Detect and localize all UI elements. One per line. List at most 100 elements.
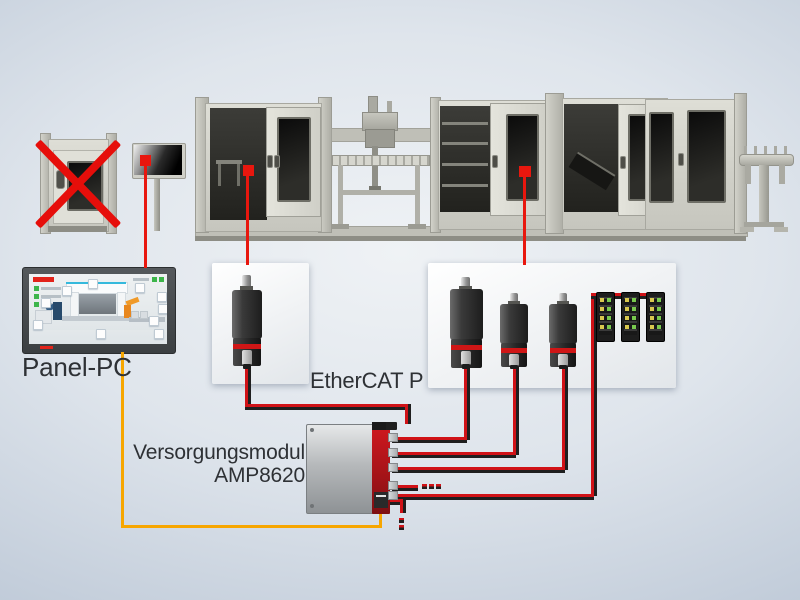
motor-connector-tip <box>559 365 567 369</box>
motor-connector-tip <box>243 364 251 369</box>
callout-box <box>96 329 106 339</box>
amp-input-connector <box>386 422 397 430</box>
door-handle <box>620 156 626 169</box>
robot-blue <box>53 302 62 320</box>
motor-red-band <box>233 344 261 349</box>
table-foot <box>744 222 784 227</box>
supply-module-label-line1: Versorgungsmodul <box>133 441 305 464</box>
conveyor-rollers <box>332 155 430 166</box>
table-pad <box>774 227 788 232</box>
door-window <box>277 117 311 202</box>
motor-red-band <box>550 348 576 353</box>
disc-bracket <box>779 165 785 184</box>
ethercat-p-io-module <box>621 292 640 342</box>
supply-module-label-line2: AMP8620 <box>214 464 305 487</box>
callout-box <box>33 320 43 330</box>
amp-housing <box>306 424 378 514</box>
status-item-label <box>41 295 61 298</box>
door-window <box>687 110 726 203</box>
panel-pc-label: Panel-PC <box>22 352 132 382</box>
cable-output3-v <box>562 354 565 470</box>
amp-top-cap <box>372 422 390 430</box>
cable-io-h <box>392 494 594 497</box>
carriage-pin <box>387 101 392 113</box>
conveyor-brace <box>338 190 420 195</box>
door-window <box>649 112 674 203</box>
cable-output1-h <box>392 437 467 440</box>
status-item <box>34 302 39 307</box>
status-item-label <box>41 287 61 290</box>
table-pins <box>744 146 747 155</box>
amp-output-connector <box>388 491 398 500</box>
press-base <box>62 316 132 321</box>
motor-connector <box>509 354 519 366</box>
ethercat-p-io-module <box>596 292 615 342</box>
screen-conveyor <box>129 317 165 322</box>
callout-box <box>135 283 145 293</box>
leader-line-machine1 <box>246 175 249 265</box>
cable-motor-single-v <box>245 352 248 406</box>
conveyor-foot <box>408 224 426 229</box>
conveyor-leg <box>415 165 420 227</box>
cabinet-interior <box>564 104 618 212</box>
motor-connector <box>461 351 471 365</box>
door-handle <box>492 155 498 168</box>
cable-output3-h <box>392 467 565 470</box>
supply-module-label: Versorgungsmodul AMP8620 <box>120 441 305 487</box>
conveyor-foot <box>331 224 349 229</box>
conveyor-box <box>131 311 139 319</box>
leader-line-monitor <box>144 165 147 268</box>
machine-base-rail-shadow <box>195 236 746 241</box>
door-handle <box>274 155 280 168</box>
callout-box <box>41 298 51 308</box>
status-led <box>159 277 164 282</box>
amp-label-text <box>376 495 386 497</box>
leader-line-machine2 <box>523 176 526 265</box>
callout-box <box>157 292 167 302</box>
continuation-dot <box>436 484 441 489</box>
interior-shelf <box>442 163 488 166</box>
continuation-dot <box>422 484 427 489</box>
cable-motor-single-drop <box>405 404 408 424</box>
motor-shaft <box>559 293 567 303</box>
robot-orange <box>124 305 131 318</box>
cable-output2-v <box>513 354 516 455</box>
continuation-dot <box>399 518 404 523</box>
beckhoff-logo-bezel <box>40 346 53 349</box>
press-die-area <box>79 294 116 314</box>
cable-hook-h <box>390 499 403 502</box>
table-column <box>759 165 769 222</box>
callout-box <box>88 279 98 289</box>
interior-shelf <box>442 142 488 145</box>
amp-output-connector <box>388 463 398 472</box>
door-handle <box>678 153 684 166</box>
callout-box <box>149 316 159 326</box>
table-leg <box>218 164 221 186</box>
cable-io-v <box>591 294 594 496</box>
table-pad <box>740 227 754 232</box>
callout-box <box>154 329 164 339</box>
interior-shelf <box>442 184 488 187</box>
motor-shaft-base <box>508 301 520 305</box>
cable-output1-v <box>464 352 467 440</box>
motor-shaft <box>510 293 518 303</box>
status-item <box>34 286 39 291</box>
screen-header-text <box>133 278 149 281</box>
orange-cable-v1 <box>121 352 124 528</box>
cable-motor-single-h <box>245 404 408 407</box>
orange-cable-h <box>121 525 382 528</box>
motor-shaft <box>461 277 470 288</box>
motor-shaft-base <box>459 286 472 291</box>
conveyor-leg <box>338 165 343 227</box>
door-handle <box>267 155 273 168</box>
callout-box <box>158 304 167 314</box>
cable-output2-h <box>392 452 516 455</box>
beckhoff-logo <box>33 277 54 282</box>
motor-body <box>500 304 528 344</box>
carriage-block <box>365 129 395 148</box>
hotspot-marker-machine1 <box>243 165 254 176</box>
status-led <box>152 277 157 282</box>
motor-shaft-base <box>557 301 569 305</box>
ethercat-p-io-module <box>646 292 665 342</box>
motor-connector-tip <box>510 365 518 369</box>
